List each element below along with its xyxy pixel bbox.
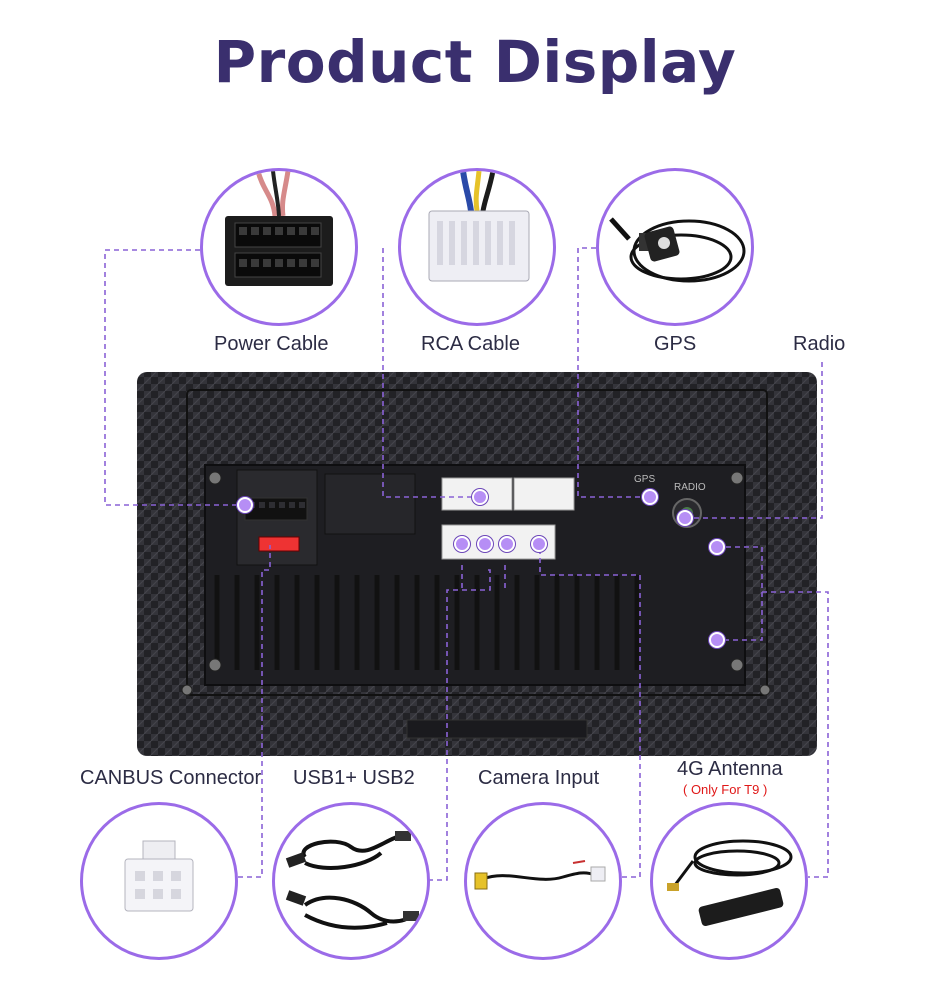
usb-port-marker-2	[477, 536, 493, 552]
camera-input-cable-icon	[474, 860, 606, 890]
4g-antenna-note: ( Only For T9 )	[683, 782, 768, 797]
power-cable-image	[200, 168, 358, 326]
4g-antenna-label: 4G Antenna	[677, 758, 783, 780]
usb-label: USB1+ USB2	[293, 767, 415, 789]
rca-cable-image	[398, 168, 556, 326]
power-cable-connector-icon	[225, 171, 333, 286]
camera-input-label: Camera Input	[478, 767, 600, 789]
canbus-connector-label: CANBUS Connector	[80, 767, 262, 789]
power-cable-port-marker	[237, 497, 253, 513]
usb-port-marker-1	[454, 536, 470, 552]
rca-cable-label: RCA Cable	[421, 333, 520, 355]
usb-cables-icon	[285, 831, 419, 930]
gps-port-marker	[642, 489, 658, 505]
gps-antenna-icon	[609, 217, 746, 283]
usb-port-marker-3	[499, 536, 515, 552]
gps-label: GPS	[654, 333, 697, 355]
camera-input-image	[464, 802, 622, 960]
radio-marking: RADIO	[674, 482, 706, 493]
rca-cable-port-marker	[472, 489, 488, 505]
antenna-port-marker-2	[709, 632, 725, 648]
power-cable-label: Power Cable	[214, 333, 329, 355]
gps-image	[596, 168, 754, 326]
gps-marking: GPS	[634, 474, 655, 485]
canbus-connector-image	[80, 802, 238, 960]
radio-port-marker	[677, 510, 693, 526]
head-unit-back-panel: GPS RADIO	[137, 372, 817, 756]
antenna-port-marker-1	[709, 539, 725, 555]
4g-antenna-image	[650, 802, 808, 960]
canbus-connector-icon	[124, 840, 194, 912]
usb-cables-image	[272, 802, 430, 960]
page-title: Product Display	[213, 28, 737, 96]
radio-label: Radio	[793, 333, 846, 355]
camera-port-marker	[531, 536, 547, 552]
rca-cable-connector-icon	[428, 171, 530, 282]
4g-antenna-icon	[667, 839, 793, 927]
